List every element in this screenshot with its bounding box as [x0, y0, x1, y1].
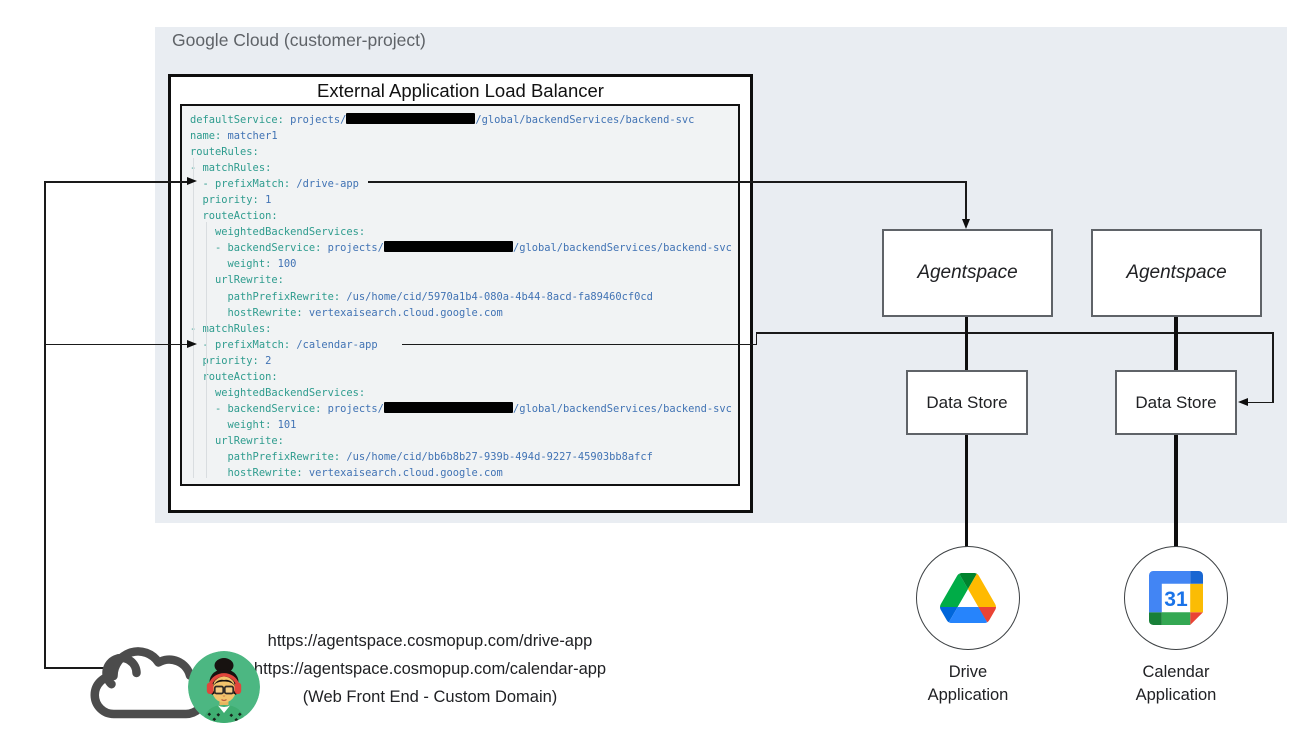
load-balancer-title: External Application Load Balancer [317, 80, 604, 101]
data-store-node-1: Data Store [906, 370, 1028, 435]
calendar-day-number: 31 [1164, 588, 1188, 611]
connector-drive-rule-h [368, 181, 967, 183]
indent-guide [205, 222, 207, 478]
frontend-url-drive: https://agentspace.cosmopup.com/drive-ap… [267, 632, 593, 650]
drive-application-node [916, 546, 1020, 650]
user-avatar [188, 651, 260, 723]
frontend-url-calendar: https://agentspace.cosmopup.com/calendar… [253, 660, 607, 678]
arrowhead-data-store-2 [1238, 397, 1248, 406]
google-cloud-panel-label: Google Cloud (customer-project) [172, 30, 426, 50]
connector-user-to-drive-rule [44, 181, 187, 183]
data-store-1-label: Data Store [926, 392, 1008, 412]
connector-datastore2-calendar [1174, 434, 1178, 547]
connector-calendar-rule-h3 [1247, 401, 1274, 404]
connector-agentspace2-datastore2 [1174, 316, 1178, 371]
calendar-application-label: Calendar Application [1135, 663, 1217, 704]
connector-datastore1-drive [964, 434, 968, 547]
connector-user-to-calendar-rule [44, 343, 187, 346]
connector-agentspace1-datastore1 [964, 316, 968, 371]
agentspace-1-label: Agentspace [917, 262, 1018, 283]
url-map-code: defaultService: projects//global/backend… [180, 104, 740, 486]
agentspace-2-label: Agentspace [1126, 262, 1227, 283]
redacted-project-id [383, 401, 513, 413]
arrowhead-calendar-rule [187, 339, 197, 348]
calendar-application-node: 31 [1124, 546, 1228, 650]
redacted-project-id [346, 113, 476, 124]
connector-calendar-rule-h2 [756, 332, 1274, 335]
connector-calendar-rule-h1 [402, 343, 757, 346]
connector-user-trunk [44, 182, 46, 668]
arrowhead-agentspace-1 [962, 219, 970, 229]
data-store-2-label: Data Store [1135, 392, 1217, 412]
google-calendar-icon: 31 [1149, 571, 1203, 625]
connector-trunk-to-cloud [44, 667, 106, 669]
agentspace-node-1: Agentspace [882, 229, 1053, 317]
google-drive-icon [940, 573, 996, 623]
connector-calendar-rule-jog [755, 332, 758, 346]
drive-application-label: Drive Application [927, 663, 1009, 704]
agentspace-node-2: Agentspace [1091, 229, 1262, 317]
connector-calendar-rule-v [1272, 332, 1274, 404]
web-front-end-text: https://agentspace.cosmopup.com/drive-ap… [190, 627, 670, 711]
connector-drive-rule-v [965, 181, 967, 221]
arrowhead-drive-rule [187, 177, 197, 185]
redacted-project-id [383, 241, 513, 253]
data-store-node-2: Data Store [1115, 370, 1237, 435]
frontend-caption: (Web Front End - Custom Domain) [302, 688, 558, 706]
indent-guide [193, 158, 194, 478]
